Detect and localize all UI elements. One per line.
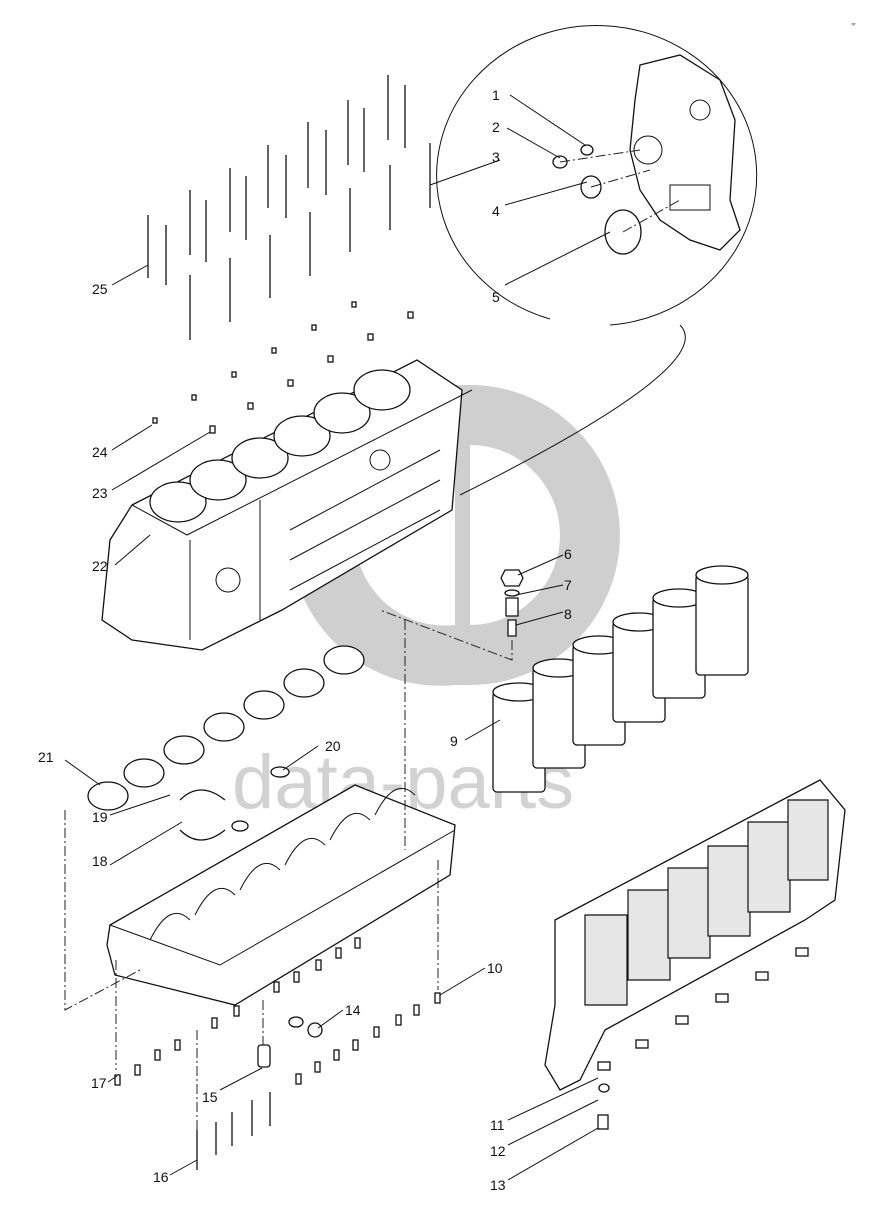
detail-bubble (436, 25, 758, 496)
callout-13: 13 (490, 1177, 506, 1193)
callout-4: 4 (492, 203, 500, 219)
callout-14: 14 (345, 1002, 361, 1018)
callout-23: 23 (92, 485, 108, 501)
block-with-liners-installed (544, 779, 846, 1130)
callout-2: 2 (492, 119, 500, 135)
cylinder-liners (492, 565, 749, 793)
dowel-pins (152, 301, 414, 434)
callout-19: 19 (92, 809, 108, 825)
callout-24: 24 (92, 444, 108, 460)
lower-bolts (114, 937, 441, 1170)
callout-25: 25 (92, 281, 108, 297)
callout-12: 12 (490, 1143, 506, 1159)
callout-10: 10 (487, 960, 503, 976)
callout-16: 16 (153, 1169, 169, 1185)
cylinder-block (101, 359, 473, 651)
callout-22: 22 (92, 558, 108, 574)
callout-7: 7 (564, 577, 572, 593)
callout-3: 3 (492, 149, 500, 165)
head-studs (147, 75, 431, 340)
callout-21: 21 (38, 749, 54, 765)
corner-mark: ‴ (851, 22, 856, 33)
bearing-shells (87, 645, 365, 841)
callout-6: 6 (564, 546, 572, 562)
relief-valve (379, 569, 524, 661)
callout-20: 20 (325, 738, 341, 754)
callout-8: 8 (564, 606, 572, 622)
callout-1: 1 (492, 87, 500, 103)
callout-15: 15 (202, 1089, 218, 1105)
callout-5: 5 (492, 289, 500, 305)
callout-11: 11 (490, 1117, 505, 1133)
crankcase-lower (64, 620, 456, 1070)
callout-17: 17 (91, 1075, 107, 1091)
callout-18: 18 (92, 853, 108, 869)
callout-9: 9 (450, 733, 458, 749)
leader-lines (64, 94, 611, 1181)
